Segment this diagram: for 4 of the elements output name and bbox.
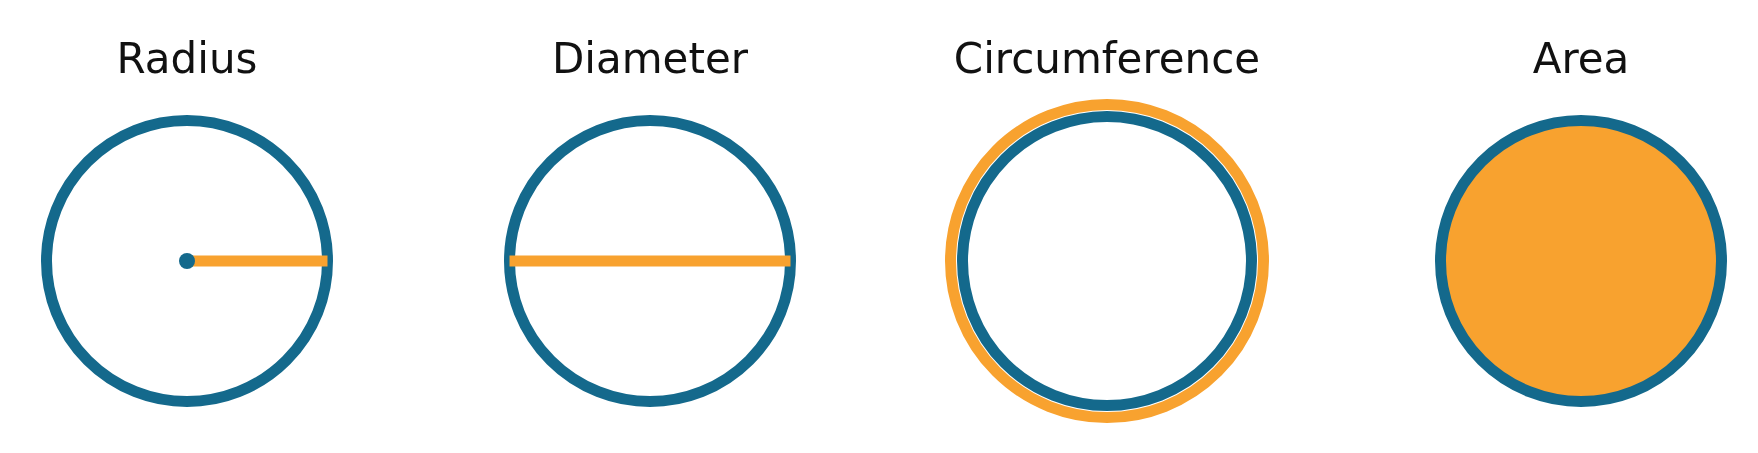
circle-label: Circumference: [953, 34, 1261, 84]
circle-label: Area: [1532, 34, 1630, 84]
circle-label: Diameter: [551, 34, 749, 84]
circle-label: Radius: [116, 34, 258, 84]
